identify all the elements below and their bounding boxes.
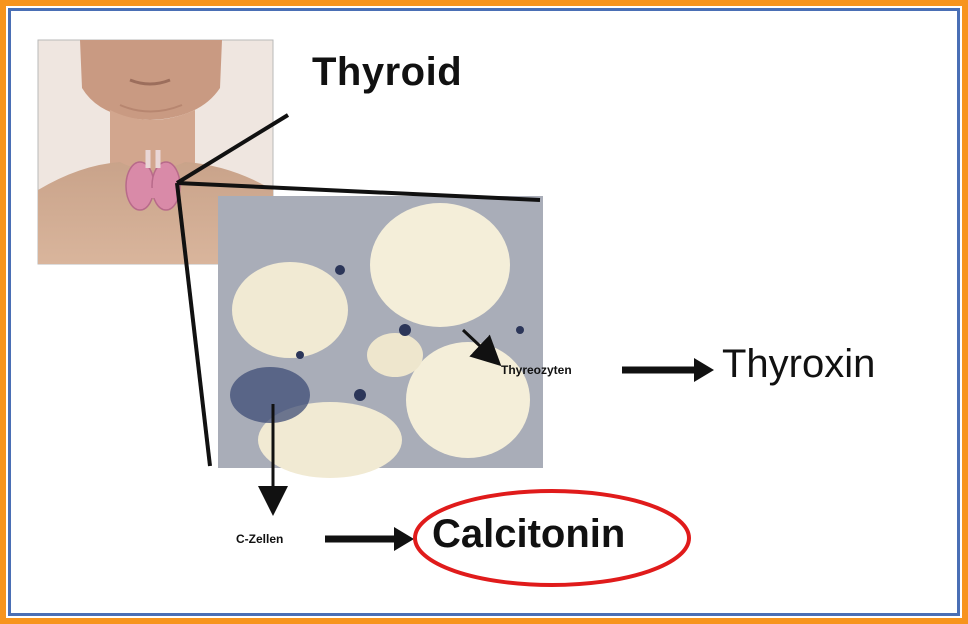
arrow-to-thyroxin [622,358,714,382]
histology-micrograph [218,196,543,478]
label-thyroxin: Thyroxin [722,342,875,387]
label-calcitonin: Calcitonin [432,512,625,557]
arrow-to-calcitonin [325,527,414,551]
diagram-title: Thyroid [312,50,462,95]
label-thyreozyten: Thyreozyten [501,363,572,377]
label-c-zellen: C-Zellen [236,532,283,546]
